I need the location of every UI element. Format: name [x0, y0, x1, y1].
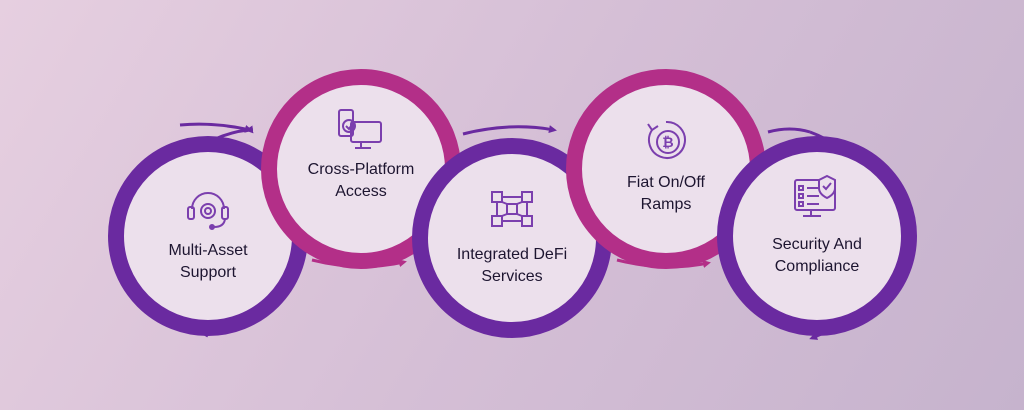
- step-label-4: Fiat On/Off Ramps: [627, 174, 705, 213]
- headset-gear-icon: [187, 192, 229, 230]
- connector-arc-3-top: [462, 125, 557, 136]
- step-label-3: Integrated DeFi Services: [456, 246, 568, 285]
- devices-icon: [338, 109, 382, 149]
- step-label-2: Cross-Platform Access: [307, 161, 415, 200]
- step-label-5: Security And Compliance: [772, 236, 862, 275]
- monitor-shield-checklist-icon: [794, 174, 836, 217]
- blockchain-cubes-icon: [491, 191, 533, 227]
- step-ring-5: [717, 136, 917, 336]
- connector-arc-5-top: [767, 127, 811, 134]
- step-label-1: Multi-Asset Support: [168, 242, 248, 281]
- bitcoin-cycle-icon: ₿: [647, 120, 686, 159]
- svg-text:₿: ₿: [662, 135, 673, 151]
- connector-arc-1-top: [179, 122, 253, 133]
